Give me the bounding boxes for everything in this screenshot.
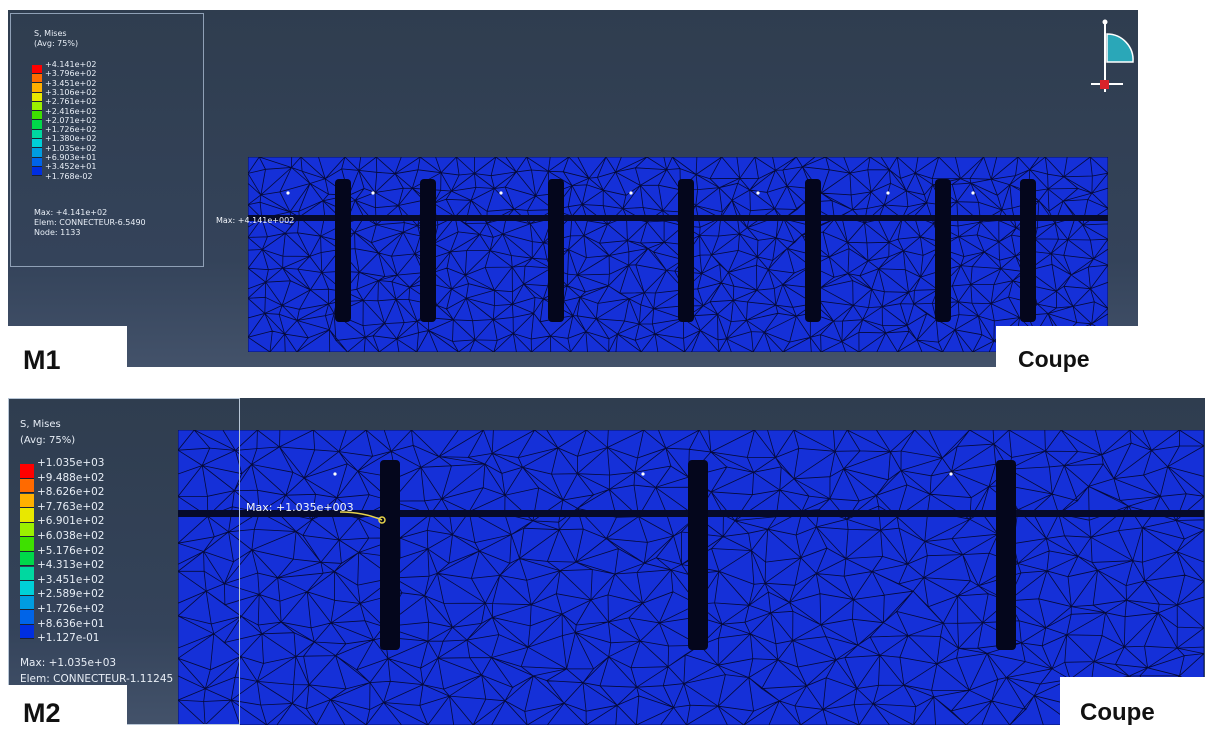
- legend-value: +2.071e+02: [45, 115, 97, 125]
- legend-value: +4.313e+02: [37, 559, 105, 572]
- legend-swatch: [20, 581, 34, 596]
- legend-value: +6.903e+01: [45, 153, 97, 162]
- legend-node: Node: 1133: [34, 228, 81, 237]
- mesh-node-marker: [371, 191, 375, 195]
- mesh-node-marker: [641, 472, 645, 476]
- section-label-coupe-2: Coupe: [1060, 677, 1207, 727]
- legend-title: S, Mises: [34, 29, 67, 38]
- legend-swatch: [32, 92, 42, 102]
- legend-swatch: [32, 148, 42, 158]
- legend-swatch: [20, 493, 34, 509]
- legend-swatch: [32, 166, 42, 177]
- viewport-m1[interactable]: S, Mises (Avg: 75%) +4.141e+02+3.796e+02…: [8, 10, 1138, 367]
- mesh-node-marker: [971, 191, 975, 195]
- view-orientation-triad-icon: [1091, 19, 1134, 92]
- mesh-node-marker: [756, 191, 760, 195]
- legend-swatch: [20, 478, 34, 494]
- fe-mesh-m2[interactable]: [178, 430, 1204, 725]
- legend-swatch: [20, 522, 34, 538]
- section-label-coupe-1: Coupe: [996, 326, 1146, 376]
- legend-value: +5.176e+02: [37, 544, 105, 557]
- legend-swatch: [20, 566, 34, 582]
- legend-value: +1.035e+03: [37, 457, 105, 469]
- legend-value: +2.589e+02: [37, 588, 105, 601]
- legend-value: +1.035e+02: [45, 143, 97, 153]
- mesh-node-marker: [629, 191, 633, 195]
- legend-value: +8.626e+02: [37, 486, 105, 499]
- legend-value: +7.763e+02: [37, 500, 105, 513]
- legend-swatch: [32, 129, 42, 140]
- legend-averaging: (Avg: 75%): [20, 435, 76, 446]
- legend-value: +2.416e+02: [45, 106, 97, 116]
- legend-averaging: (Avg: 75%): [34, 39, 79, 48]
- shear-connector: [380, 460, 400, 650]
- legend-swatch: [32, 157, 42, 167]
- shear-connector: [996, 460, 1016, 650]
- max-stress-marker: Max: +1.035e+003: [246, 501, 354, 514]
- legend-value: +1.726e+02: [37, 603, 105, 615]
- legend-swatch: [32, 120, 42, 130]
- model-label-m2: M2: [0, 685, 127, 728]
- legend-value: +4.141e+02: [45, 60, 97, 69]
- contour-legend-m1: S, Mises (Avg: 75%) +4.141e+02+3.796e+02…: [10, 13, 204, 267]
- legend-value: +8.636e+01: [37, 617, 105, 630]
- legend-value: +1.127e-01: [37, 632, 100, 645]
- legend-swatch: [32, 139, 42, 149]
- legend-swatch: [20, 464, 34, 479]
- fe-mesh-m1[interactable]: [248, 157, 1108, 352]
- legend-value: +6.038e+02: [37, 530, 105, 542]
- legend-elem: Elem: CONNECTEUR-6.5490: [34, 218, 146, 227]
- mesh-node-marker: [333, 472, 337, 476]
- legend-swatch: [32, 83, 42, 93]
- legend-max: Max: +1.035e+03: [20, 657, 117, 669]
- shear-connector: [935, 179, 951, 322]
- legend-swatch: [20, 624, 34, 640]
- shear-connector: [548, 179, 564, 322]
- legend-value: +9.488e+02: [37, 471, 105, 484]
- legend-value: +2.761e+02: [45, 97, 97, 107]
- legend-swatch: [20, 595, 34, 611]
- mesh-elements: [178, 430, 1204, 725]
- legend-swatch: [32, 64, 42, 74]
- mesh-triangles: [178, 430, 1204, 725]
- legend-value: +3.106e+02: [45, 87, 97, 97]
- legend-elem: Elem: CONNECTEUR-1.11245: [20, 673, 174, 685]
- shear-connector: [678, 179, 694, 322]
- legend-value: +3.451e+02: [37, 573, 105, 586]
- legend-swatch: [20, 537, 34, 552]
- contour-legend-m2: S, Mises (Avg: 75%) +1.035e+03 +9.488e+02…: [8, 398, 240, 725]
- legend-value: +6.901e+02: [37, 515, 105, 528]
- legend-swatch: [20, 551, 34, 567]
- legend-swatch: [20, 508, 34, 523]
- legend-swatch: [20, 610, 34, 625]
- max-stress-marker: Max: +4.141e+002: [216, 216, 295, 225]
- mesh-elements: [248, 157, 1108, 352]
- shear-connector: [1020, 179, 1036, 322]
- mesh-node-marker: [886, 191, 890, 195]
- viewport-m2[interactable]: S, Mises (Avg: 75%) +1.035e+03 +9.488e+02…: [8, 398, 1205, 725]
- shear-connector: [688, 460, 708, 650]
- legend-swatch: [32, 73, 42, 84]
- legend-max: Max: +4.141e+02: [34, 208, 108, 217]
- legend-value: +3.451e+02: [45, 78, 97, 88]
- legend-title: S, Mises: [20, 419, 61, 430]
- model-label-m1: M1: [0, 326, 127, 375]
- shear-connector: [805, 179, 821, 322]
- mesh-node-marker: [949, 472, 953, 476]
- legend-value: +1.726e+02: [45, 125, 97, 135]
- legend-value: +1.768e-02: [45, 171, 93, 181]
- legend-swatch: [32, 111, 42, 121]
- mesh-node-marker: [499, 191, 503, 195]
- mesh-node-marker: [286, 191, 290, 195]
- legend-value: +3.796e+02: [45, 69, 97, 79]
- shear-connector: [335, 179, 351, 322]
- legend-swatch: [32, 101, 42, 112]
- legend-value: +3.452e+01: [45, 162, 97, 172]
- max-stress-pointer: [339, 511, 386, 524]
- legend-value: +1.380e+02: [45, 134, 97, 144]
- shear-connector: [420, 179, 436, 322]
